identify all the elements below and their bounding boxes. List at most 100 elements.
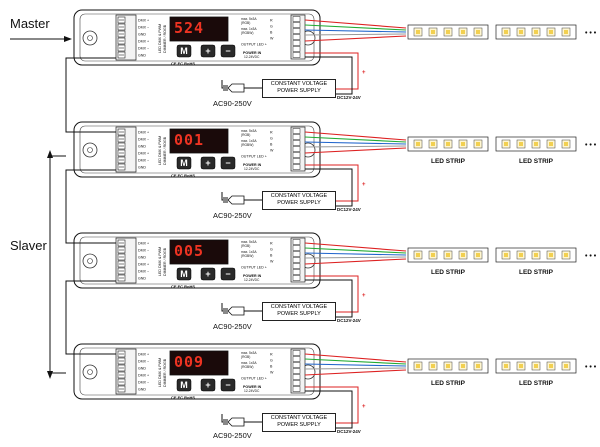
max-rating-2: max. 1x3A (241, 250, 257, 254)
dmx-pin-label: DMX + (138, 263, 149, 267)
power-in-label: POWER IN (243, 163, 262, 167)
control-button-label: + (205, 380, 210, 390)
output-terminal-screw (292, 380, 301, 386)
led-chip-core (504, 142, 508, 146)
output-pin-label: OUTPUT LED + (241, 43, 267, 47)
led-chip-core (549, 364, 553, 368)
certification-marks: CE FC RoHS (171, 173, 195, 178)
max-rating-2-sub: (RGBW) (241, 143, 253, 147)
dc-label-1: DC12V-24V (337, 95, 361, 100)
output-terminal-screw (292, 134, 301, 140)
led-chip-core (564, 253, 568, 257)
power-wire-negative (305, 56, 353, 95)
output-pin-label: W (270, 149, 274, 153)
dmx-pin-label: DMX − (138, 138, 149, 142)
output-terminal-screw (292, 22, 301, 28)
led-strip-label-4b: LED STRIP (519, 380, 553, 387)
device-title-line1: LED DMX & PWM (158, 247, 162, 276)
led-chip-core (461, 30, 465, 34)
control-button-label: − (225, 380, 230, 390)
output-wire (304, 353, 407, 363)
output-pin-label: G (270, 137, 273, 141)
output-terminal-screw (292, 368, 301, 374)
output-wire (304, 131, 407, 141)
certification-marks: CE FC RoHS (171, 284, 195, 289)
display-window (169, 16, 229, 42)
slaver-arrow-down (47, 371, 53, 379)
led-strip-label-4a: LED STRIP (431, 380, 465, 387)
output-terminal-screw (292, 263, 301, 269)
device-title-line2: DIMMER / ROGB (163, 358, 167, 387)
control-button (220, 156, 236, 170)
output-terminal-screw (292, 245, 301, 251)
master-label: Master (10, 16, 50, 31)
output-wire-positive (304, 258, 407, 265)
led-chip-core (564, 364, 568, 368)
wiring-diagram: DMX + DMX − GND DMX + DMX − GND LED DMX & PWM D… (8, 8, 600, 439)
ac-cable (221, 192, 262, 201)
output-terminal-screw (292, 52, 301, 58)
dc-label-4: DC12V-24V (337, 429, 361, 434)
led-chip-core (446, 30, 450, 34)
output-pin-label: R (270, 19, 273, 23)
mount-hole-left (82, 253, 98, 269)
output-terminal-screw (292, 251, 301, 257)
control-button (176, 44, 192, 58)
power-in-label: POWER IN (243, 51, 262, 55)
control-button (200, 156, 216, 170)
output-wire (304, 141, 407, 145)
ac-plug-body (227, 83, 245, 93)
output-terminal-screw (292, 158, 301, 164)
control-button (176, 267, 192, 281)
control-button-label: M (180, 269, 188, 279)
max-rating-2-sub: (RGBW) (241, 31, 253, 35)
power-wire-positive (305, 386, 359, 424)
dmx-pin-label: DMX − (138, 270, 149, 274)
dmx-pin-label: DMX + (138, 353, 149, 357)
led-chip-core (564, 30, 568, 34)
psu-line2: POWER SUPPLY (277, 88, 321, 94)
led-chip-core (446, 142, 450, 146)
control-button (200, 378, 216, 392)
control-button-label: + (205, 46, 210, 56)
max-rating-2: max. 1x3A (241, 27, 257, 31)
control-button-label: − (225, 269, 230, 279)
output-terminal-screw (292, 28, 301, 34)
dmx-pin-label: DMX − (138, 381, 149, 385)
dmx-pin-label: DMX + (138, 19, 149, 23)
dmx-daisy-chain-link (65, 169, 116, 244)
power-in-label: POWER IN (243, 274, 262, 278)
control-button-label: M (180, 46, 188, 56)
control-button (200, 267, 216, 281)
output-pin-label: G (270, 359, 273, 363)
output-terminal-screw (292, 40, 301, 46)
control-button-label: + (205, 269, 210, 279)
max-rating-1-sub: (RGB) (241, 244, 250, 248)
dmx-pin-label: GND (138, 256, 146, 260)
continuation-dots: • • • (585, 364, 597, 371)
output-terminal-screw (292, 239, 301, 245)
psu-plus-sign: + (362, 293, 366, 299)
dmx-pin-label: DMX − (138, 360, 149, 364)
output-terminal-screw (292, 140, 301, 146)
led-chip-core (519, 142, 523, 146)
output-pin-label: B (270, 143, 273, 147)
power-wire-positive (305, 52, 359, 90)
power-wire-negative (305, 279, 353, 318)
dmx-pin-label: GND (138, 33, 146, 37)
psu-line2: POWER SUPPLY (277, 200, 321, 206)
display-window (169, 128, 229, 154)
ac-cable (221, 303, 262, 312)
led-chip-core (461, 364, 465, 368)
certification-marks: CE FC RoHS (171, 395, 195, 400)
output-terminal-screw (292, 386, 301, 392)
output-terminal-screw (292, 152, 301, 158)
device-title-line2: DIMMER / ROGB (163, 24, 167, 53)
psu-plus-sign: + (362, 182, 366, 188)
output-pin-label: R (270, 353, 273, 357)
output-wire (304, 136, 407, 143)
